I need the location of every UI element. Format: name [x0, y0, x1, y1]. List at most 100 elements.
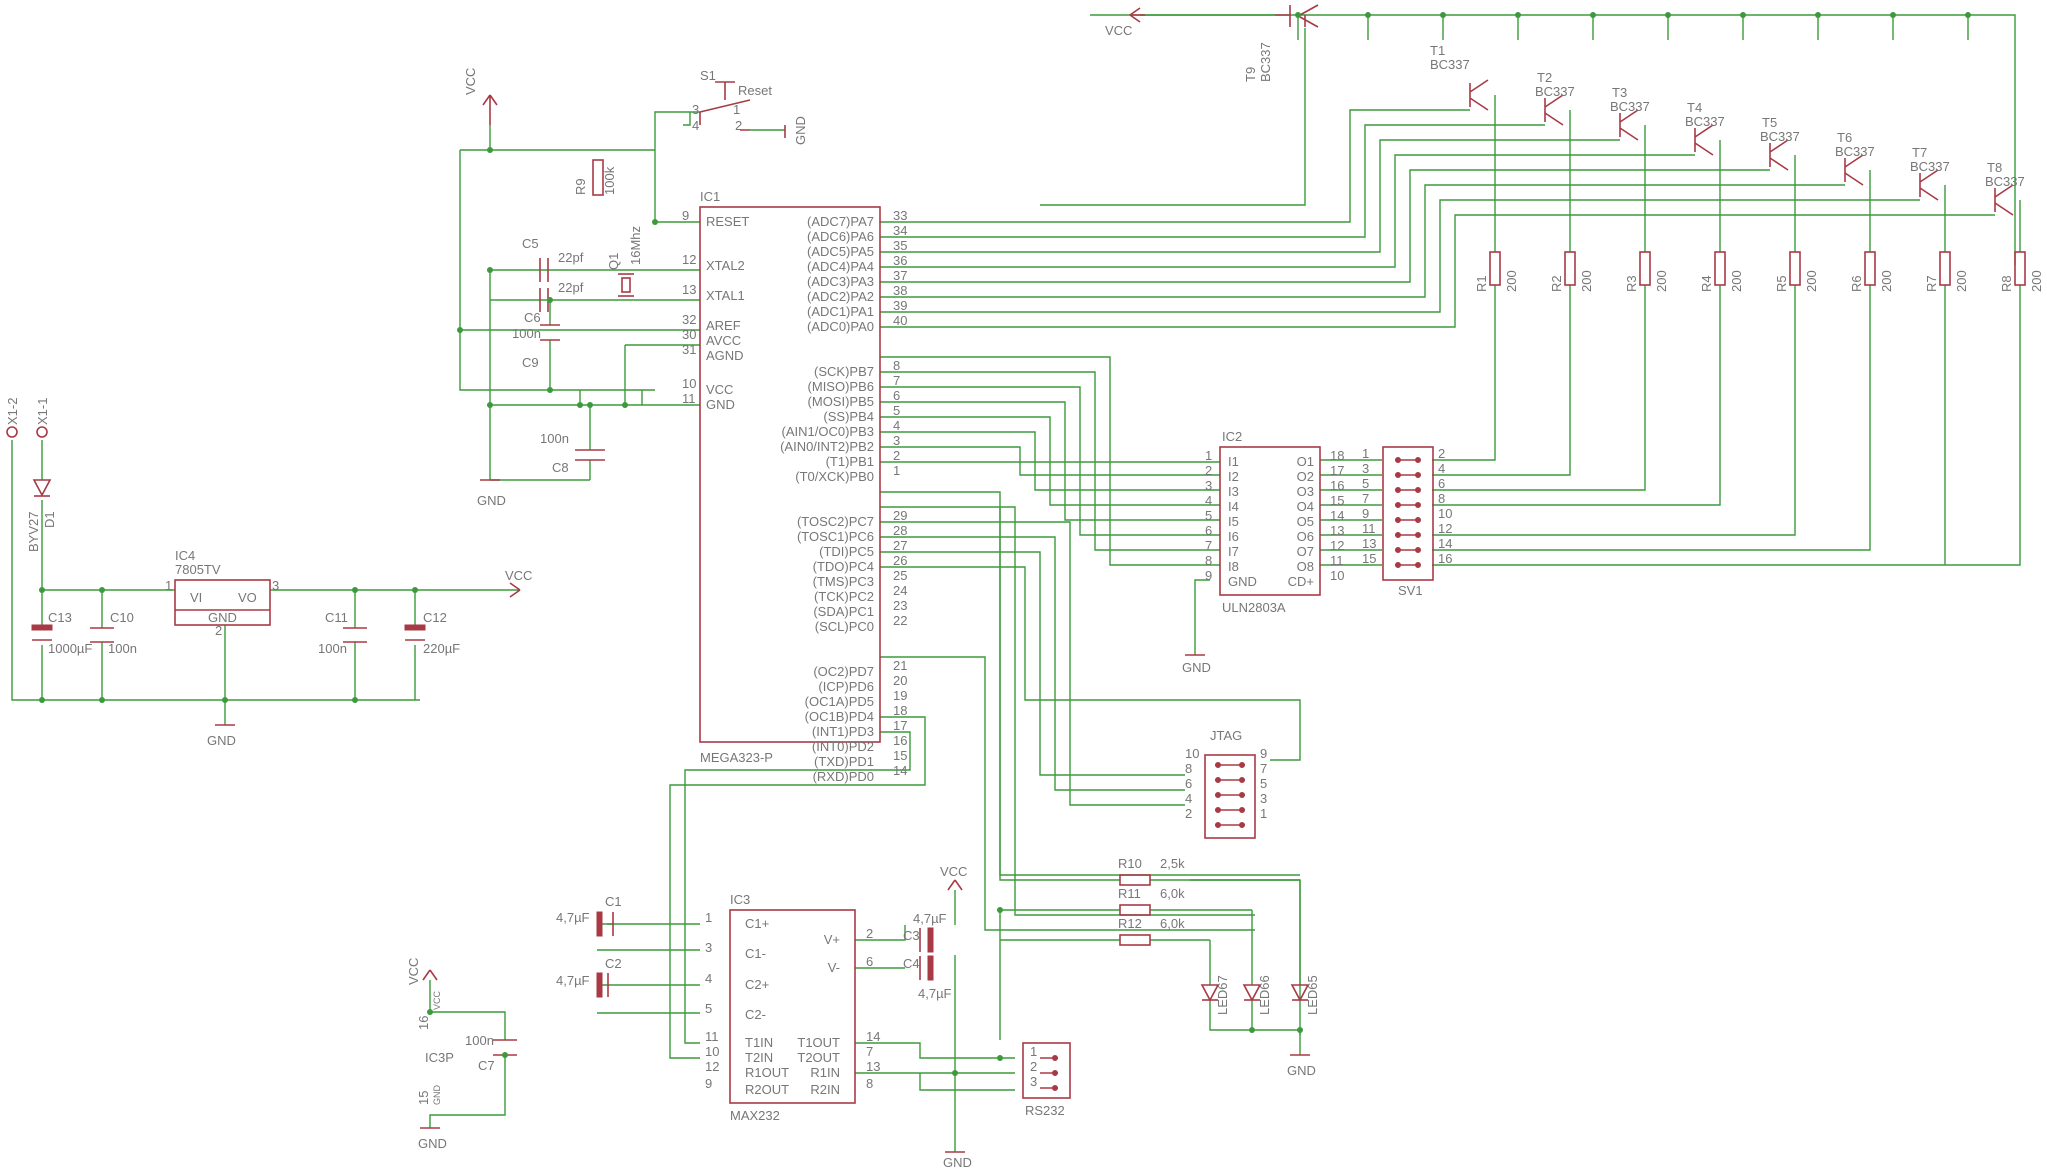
ic3-pin-number: 2 — [866, 926, 873, 941]
ic1-pin-label: (ADC2)PA2 — [807, 289, 874, 304]
ic2-pin-number: 3 — [1205, 478, 1212, 493]
wire-junction — [1890, 12, 1896, 18]
jtag-pin-number: 1 — [1260, 806, 1267, 821]
ic3-pin-label: R1OUT — [745, 1065, 789, 1080]
ic3-pin-label: V+ — [824, 932, 840, 947]
wire-junction — [997, 1055, 1003, 1061]
ic1-pin-number: 36 — [893, 253, 907, 268]
vcc-arrow-top — [1129, 7, 1145, 23]
sv1-pin-number: 9 — [1362, 506, 1369, 521]
ic1-pin-label: AREF — [706, 318, 741, 333]
transistor-value: BC337 — [1685, 114, 1725, 129]
c4-name: C4 — [903, 956, 920, 971]
s1-name: S1 — [700, 68, 716, 83]
jtag-pin-number: 8 — [1185, 761, 1192, 776]
ic2-pin-number: 15 — [1330, 493, 1344, 508]
wire-junction — [412, 587, 418, 593]
sv1-pin-dot — [1395, 562, 1401, 568]
ic1-pin-label: (ADC1)PA1 — [807, 304, 874, 319]
c12-name: C12 — [423, 610, 447, 625]
ic3-pin-number: 10 — [705, 1044, 719, 1059]
vcc-label-top: VCC — [1105, 23, 1132, 38]
jtag-pin-dot — [1239, 807, 1245, 813]
wire-junction — [1297, 1027, 1303, 1033]
ic2-pin-label: O5 — [1297, 514, 1314, 529]
sv1-pin-number: 1 — [1362, 446, 1369, 461]
output-resistor — [2014, 251, 2026, 286]
sv1-pin-number: 16 — [1438, 551, 1452, 566]
output-resistor-value: 200 — [1804, 270, 1819, 292]
ic4-pin-out: 3 — [272, 578, 279, 593]
wire-junction — [1815, 12, 1821, 18]
ic1-pin-label: AVCC — [706, 333, 741, 348]
ic1-pin-number: 6 — [893, 388, 900, 403]
ic2-pin-label: I7 — [1228, 544, 1239, 559]
wire-junction — [487, 147, 493, 153]
ic2-pin-label: O8 — [1297, 559, 1314, 574]
wire-junction — [1515, 12, 1521, 18]
c13-name: C13 — [48, 610, 72, 625]
ic1-pin-label: (AIN1/OC0)PB3 — [782, 424, 874, 439]
ic1-pin-label: (OC1A)PD5 — [805, 694, 874, 709]
ic1-pin-label: (TXD)PD1 — [814, 754, 874, 769]
ic1-pin-label: (TOSC1)PC6 — [797, 529, 874, 544]
c11-value: 100n — [318, 641, 347, 656]
ic3-pin-label: C1+ — [745, 916, 769, 931]
transistor-value: BC337 — [1985, 174, 2025, 189]
ic3-pin-number: 12 — [705, 1059, 719, 1074]
sv1-pin-dot — [1395, 502, 1401, 508]
ic3-pin-number: 11 — [705, 1029, 719, 1044]
ic2-pin-label: I3 — [1228, 484, 1239, 499]
ic1-pin-number: 13 — [682, 282, 696, 297]
gnd-label-ic3p: GND — [418, 1136, 447, 1151]
wire-junction — [222, 697, 228, 703]
output-resistor-name: R4 — [1699, 275, 1714, 292]
ic2-pin-label: I2 — [1228, 469, 1239, 484]
transistor-value: BC337 — [1910, 159, 1950, 174]
ic2-name: IC2 — [1222, 429, 1242, 444]
c2-name: C2 — [605, 956, 622, 971]
ic1-pin-number: 8 — [893, 358, 900, 373]
s1-pin1: 1 — [733, 102, 740, 117]
output-resistor-value: 200 — [1579, 270, 1594, 292]
ic1-pin-number: 19 — [893, 688, 907, 703]
ic2-pin-number: 8 — [1205, 553, 1212, 568]
ic1-pin-number: 24 — [893, 583, 907, 598]
parts-layer — [174, 206, 1434, 1104]
x1-2-label: X1-2 — [5, 398, 20, 425]
ic1-pin-number: 14 — [893, 763, 907, 778]
c3-name: C3 — [903, 928, 920, 943]
sv1-name: SV1 — [1398, 583, 1423, 598]
jtag-pin-dot — [1215, 822, 1221, 828]
transistor-name: T8 — [1987, 160, 2002, 175]
gnd-label-uln: GND — [1182, 660, 1211, 675]
transistor-name: T7 — [1912, 145, 1927, 160]
ic2-pin-number: 9 — [1205, 568, 1212, 583]
output-resistor-value: 200 — [1879, 270, 1894, 292]
c8-value: 100n — [540, 431, 569, 446]
transistor-symbol — [1769, 139, 1789, 171]
ic4-pin-in: 1 — [165, 578, 172, 593]
c3-value: 4,7µF — [913, 911, 947, 926]
c5-name: C5 — [522, 236, 539, 251]
jtag-pin-dot — [1239, 822, 1245, 828]
ic2-pin-number: 14 — [1330, 508, 1344, 523]
t9-value: BC337 — [1258, 42, 1273, 82]
wire-junction — [587, 402, 593, 408]
ic3-pin-label: T2IN — [745, 1050, 773, 1065]
ic2-pin-label: O7 — [1297, 544, 1314, 559]
sv1-pin-number: 10 — [1438, 506, 1452, 521]
wire-junction — [487, 267, 493, 273]
ic4-body — [174, 579, 271, 626]
vcc-arrow-max — [947, 879, 963, 891]
ic1-pin-number: 1 — [893, 463, 900, 478]
ic2-pin-number: 1 — [1205, 448, 1212, 463]
x1-1-label: X1-1 — [35, 398, 50, 425]
sv1-pin-dot — [1395, 487, 1401, 493]
transistor-value: BC337 — [1835, 144, 1875, 159]
ic3-name: IC3 — [730, 892, 750, 907]
output-resistor-value: 200 — [2029, 270, 2044, 292]
c13-value: 1000µF — [48, 641, 92, 656]
ic3-pin-number: 13 — [866, 1059, 880, 1074]
